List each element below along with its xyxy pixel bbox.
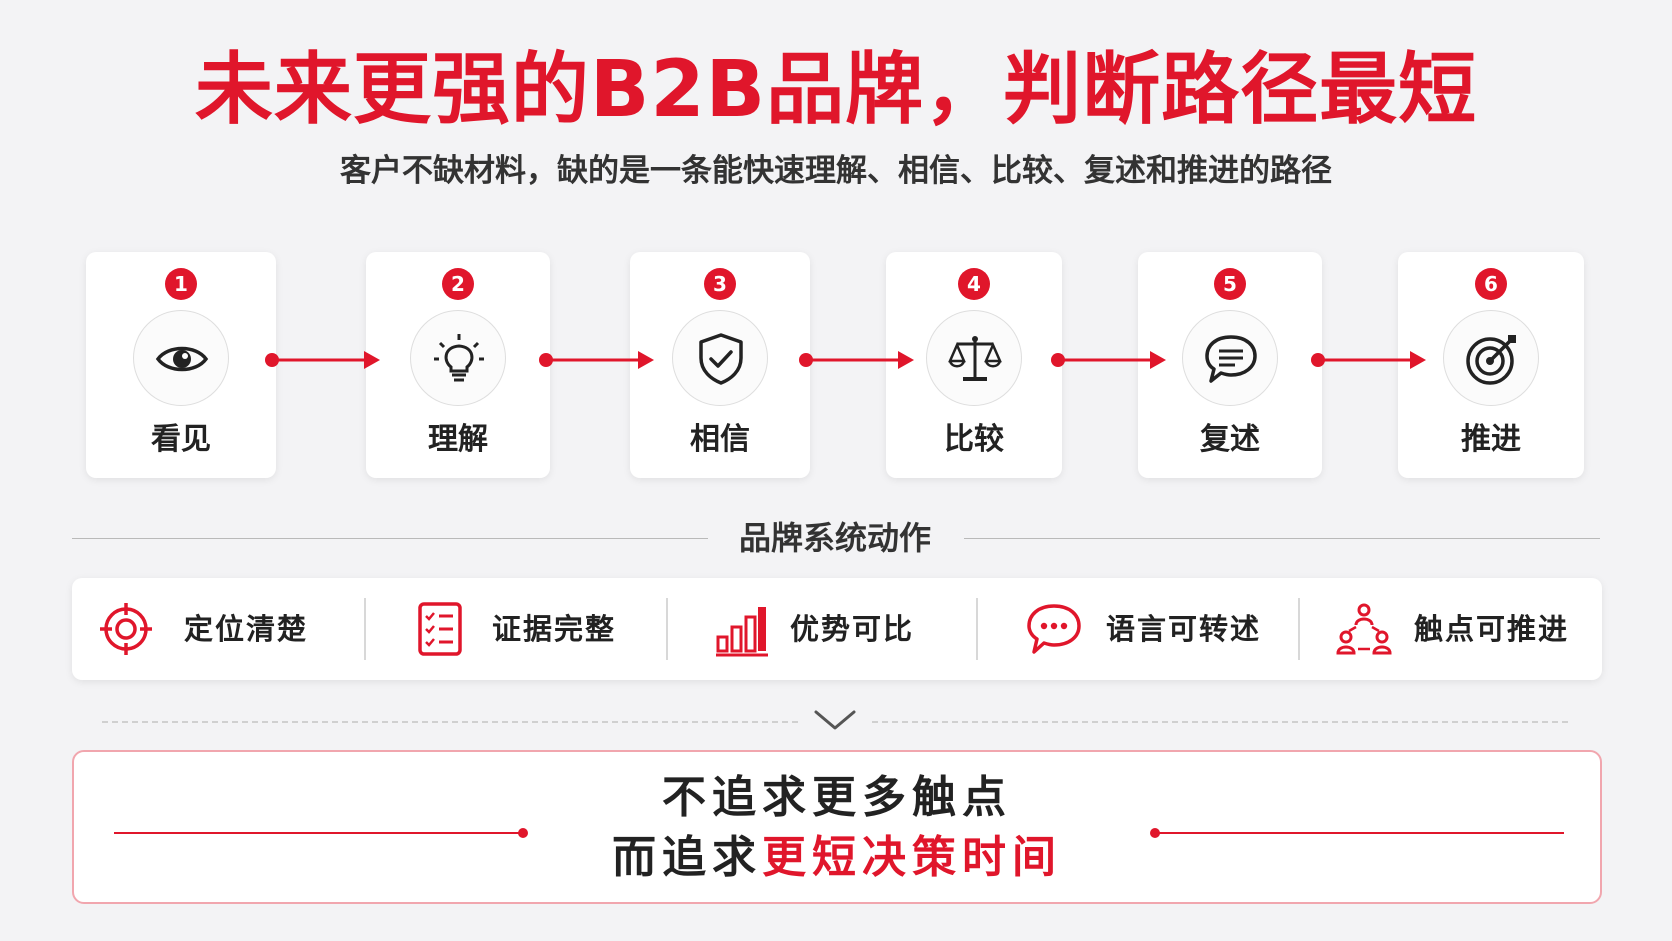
step-number-badge: 2: [442, 268, 474, 300]
conclusion-prefix: 而追求: [612, 832, 762, 883]
step-card-trust: 3 相信: [630, 252, 810, 478]
step-label: 推进: [1461, 422, 1521, 457]
step-card-retell: 5 复述: [1138, 252, 1322, 478]
section-title: 品牌系统动作: [738, 519, 931, 557]
action-item-retellable: 语言可转述: [1026, 578, 1296, 680]
step-icon-circle: [1443, 310, 1539, 406]
step-label: 看见: [151, 422, 211, 457]
page-subtitle: 客户不缺材料，缺的是一条能快速理解、相信、比较、复述和推进的路径: [340, 153, 1332, 189]
flow-arrow-1-2: [265, 351, 380, 369]
step-label: 复述: [1200, 422, 1260, 457]
step-card-compare: 4 比较: [886, 252, 1062, 478]
lightbulb-icon: [434, 334, 484, 382]
conclusion-line-1: 不追求更多触点: [662, 772, 1012, 823]
balance-scale-icon: [948, 336, 1002, 381]
shield-check-icon: [699, 333, 743, 385]
step-icon-circle: [672, 310, 768, 406]
action-divider: [364, 598, 366, 660]
section-divider-right: [964, 538, 1600, 539]
step-number-badge: 1: [165, 268, 197, 300]
action-label: 证据完整: [492, 612, 617, 646]
step-card-understand: 2 理解: [366, 252, 550, 478]
action-label: 优势可比: [790, 612, 915, 646]
step-label: 理解: [428, 422, 488, 457]
conclusion-line-2: 而追求更短决策时间: [74, 828, 1600, 888]
action-label: 定位清楚: [184, 612, 309, 646]
action-divider: [1298, 598, 1300, 660]
flow-arrow-3-4: [799, 351, 914, 369]
step-icon-circle: [410, 310, 506, 406]
brand-actions-bar: 定位清楚 证据完整 优势可比 语: [72, 578, 1602, 680]
flow-arrow-5-6: [1311, 351, 1426, 369]
action-item-positioning: 定位清楚: [98, 578, 368, 680]
chevron-down-icon: [814, 710, 856, 730]
action-item-comparable: 优势可比: [714, 578, 974, 680]
action-label: 触点可推进: [1414, 612, 1570, 646]
step-label: 相信: [690, 422, 750, 457]
conclusion-box: 不追求更多触点 而追求更短决策时间: [72, 750, 1602, 904]
checklist-icon: [418, 602, 462, 656]
action-divider: [666, 598, 668, 660]
conclusion-line-right: [1156, 832, 1564, 834]
people-network-icon: [1336, 603, 1392, 655]
step-card-advance: 6 推进: [1398, 252, 1584, 478]
dashed-separator-left: [102, 721, 798, 723]
conclusion-dot-left: [518, 828, 528, 838]
step-number-badge: 3: [704, 268, 736, 300]
action-item-evidence: 证据完整: [412, 578, 662, 680]
flow-arrow-2-3: [539, 351, 654, 369]
action-item-touchpoints: 触点可推进: [1336, 578, 1596, 680]
conclusion-dot-right: [1150, 828, 1160, 838]
conclusion-line-left: [114, 832, 522, 834]
step-number-badge: 6: [1475, 268, 1507, 300]
target-arrow-icon: [1466, 335, 1516, 385]
bar-chart-icon: [716, 607, 768, 657]
step-icon-circle: [1182, 310, 1278, 406]
crosshair-icon: [100, 603, 152, 655]
step-label: 比较: [944, 422, 1004, 457]
dashed-separator-right: [872, 721, 1568, 723]
section-divider-left: [72, 538, 708, 539]
step-number-badge: 5: [1214, 268, 1246, 300]
flow-arrow-4-5: [1051, 351, 1166, 369]
chat-dots-icon: [1027, 604, 1081, 654]
action-label: 语言可转述: [1106, 612, 1262, 646]
action-divider: [976, 598, 978, 660]
step-card-see: 1 看见: [86, 252, 276, 478]
conclusion-highlight: 更短决策时间: [762, 832, 1062, 883]
step-icon-circle: [133, 310, 229, 406]
speech-bubble-icon: [1205, 335, 1257, 383]
step-number-badge: 4: [958, 268, 990, 300]
eye-icon: [155, 346, 209, 372]
step-icon-circle: [926, 310, 1022, 406]
page-title: 未来更强的B2B品牌，判断路径最短: [194, 45, 1478, 135]
